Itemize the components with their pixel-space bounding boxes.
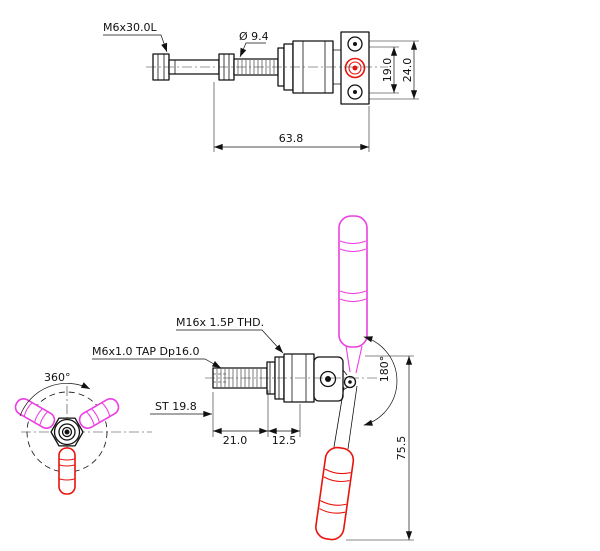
tap-thread-label: M6x1.0 TAP Dp16.0 [92,345,199,358]
leader-shaft-diameter: Ø 9.4 [239,30,269,58]
dim-75-5: 75.5 [346,355,414,541]
dim-180-arc: 180° [363,336,398,426]
dim-24: 24.0 [369,40,419,100]
dim-label-180: 180° [378,356,391,383]
handle-alt-position-magenta [338,215,368,374]
rotary-arm-upper-right [78,398,120,429]
leader-tap-thread: M6x1.0 TAP Dp16.0 [92,345,222,369]
handle-grip-end-view [344,57,366,79]
mount-thread-label: M16x 1.5P THD. [176,316,264,329]
dim-label-21: 21.0 [223,434,248,447]
front-view: 180° 75.5 21.0 12.5 ST 19.8 M16x 1.5P TH… [92,215,414,541]
dim-360: 360° [19,371,91,417]
dim-label-360: 360° [44,371,71,384]
stroke-label: ST 19.8 [155,400,197,413]
dim-label-75-5: 75.5 [395,436,408,461]
shaft-diameter-label: Ø 9.4 [239,30,269,43]
handle-lever-front [333,385,358,450]
dim-21: 21.0 [212,390,269,447]
centerline-rotary [21,386,152,480]
clevis-bracket-front [313,356,357,402]
center-hub [50,417,84,447]
dim-label-19: 19.0 [381,58,394,83]
handle-grip-front [315,446,355,541]
rotary-arm-upper-left [14,398,56,429]
rotary-arm-down [58,447,76,495]
bolt-spec-label: M6x30.0L [103,21,157,34]
leader-mount-thread: M16x 1.5P THD. [176,316,284,354]
top-view: 19.0 24.0 63.8 M6x30.0L Ø 9.4 [103,21,419,152]
dim-label-63-8: 63.8 [279,132,304,145]
dim-label-12-5: 12.5 [272,434,297,447]
dim-label-24: 24.0 [401,58,414,83]
leader-bolt-spec: M6x30.0L [103,21,168,53]
dim-12-5: 12.5 [268,404,301,447]
dim-63-8: 63.8 [213,82,370,152]
plunger-rod-front [212,367,268,389]
dim-19: 19.0 [369,46,399,94]
dim-stroke: ST 19.8 [150,400,212,418]
rotary-view: 360° [14,371,152,495]
